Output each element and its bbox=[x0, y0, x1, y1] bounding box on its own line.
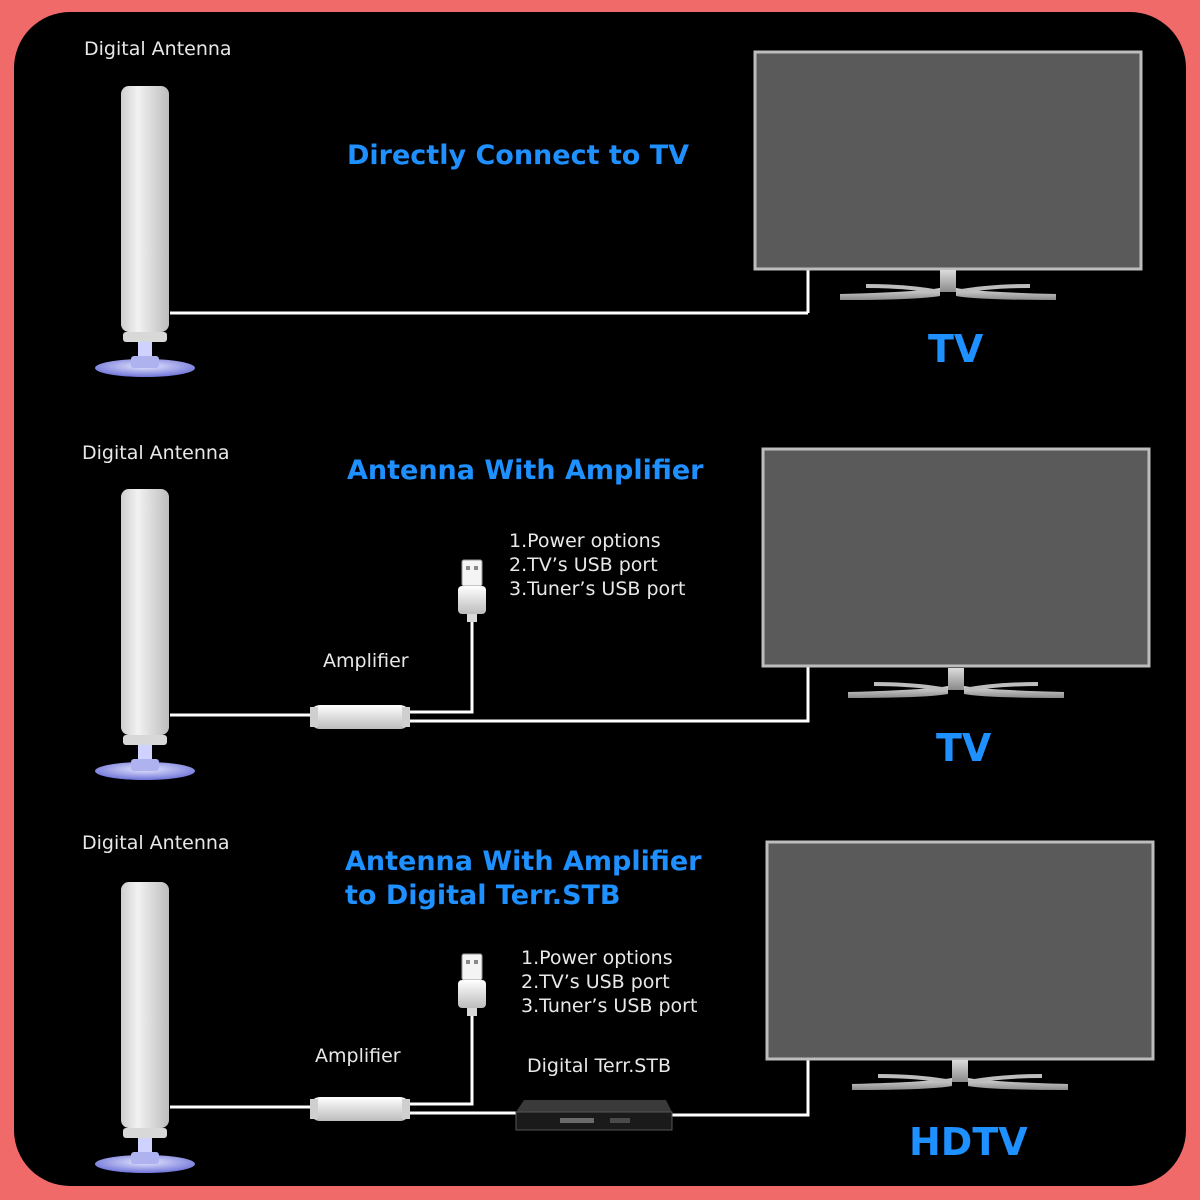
antenna-label: Digital Antenna bbox=[82, 832, 230, 854]
stb-label: Digital Terr.STB bbox=[527, 1055, 672, 1077]
section-2-amplifier bbox=[95, 447, 1151, 780]
power-option: 3.Tuner’s USB port bbox=[509, 578, 686, 600]
tv-stand-icon bbox=[848, 668, 1064, 698]
power-option: 2.TV’s USB port bbox=[509, 554, 658, 576]
coax-cable bbox=[408, 667, 810, 723]
section-title: Antenna With Amplifier bbox=[347, 455, 704, 486]
tv-stand-icon bbox=[852, 1060, 1068, 1090]
power-option: 3.Tuner’s USB port bbox=[521, 995, 698, 1017]
usb-plug-icon bbox=[457, 953, 487, 1017]
usb-plug-icon bbox=[457, 559, 487, 623]
set-top-box-icon bbox=[515, 1100, 673, 1131]
section-1-direct bbox=[95, 50, 1143, 377]
power-options-list: 1.Power options 2.TV’s USB port 3.Tuner’… bbox=[509, 529, 685, 601]
amplifier-label: Amplifier bbox=[315, 1045, 401, 1067]
tv-label: TV bbox=[928, 327, 984, 371]
amplifier-label: Amplifier bbox=[323, 650, 409, 672]
tv-screen-icon bbox=[753, 50, 1143, 271]
hdmi-cable bbox=[672, 1060, 810, 1117]
section-title: Directly Connect to TV bbox=[347, 140, 690, 171]
tv-stand-icon bbox=[840, 270, 1056, 300]
section-3-stb bbox=[95, 840, 1155, 1173]
antenna-icon bbox=[95, 489, 195, 780]
tv-screen-icon bbox=[765, 840, 1155, 1061]
section-title: Antenna With Amplifier to Digital Terr.S… bbox=[345, 845, 701, 913]
antenna-icon bbox=[95, 882, 195, 1173]
power-option: 1.Power options bbox=[521, 947, 673, 969]
power-options-list: 1.Power options 2.TV’s USB port 3.Tuner’… bbox=[521, 946, 697, 1018]
power-option: 1.Power options bbox=[509, 530, 661, 552]
amplifier-icon bbox=[310, 705, 410, 729]
usb-power-cable bbox=[408, 620, 474, 714]
tv-label: TV bbox=[936, 726, 992, 770]
antenna-label: Digital Antenna bbox=[82, 442, 230, 464]
hdtv-label: HDTV bbox=[909, 1120, 1028, 1164]
antenna-label: Digital Antenna bbox=[84, 38, 232, 60]
antenna-icon bbox=[95, 86, 195, 377]
amplifier-icon bbox=[310, 1097, 410, 1121]
section-title-line: to Digital Terr.STB bbox=[345, 880, 621, 911]
usb-power-cable bbox=[408, 1014, 474, 1106]
power-option: 2.TV’s USB port bbox=[521, 971, 670, 993]
section-title-line: Antenna With Amplifier bbox=[345, 846, 702, 877]
tv-screen-icon bbox=[761, 447, 1151, 668]
